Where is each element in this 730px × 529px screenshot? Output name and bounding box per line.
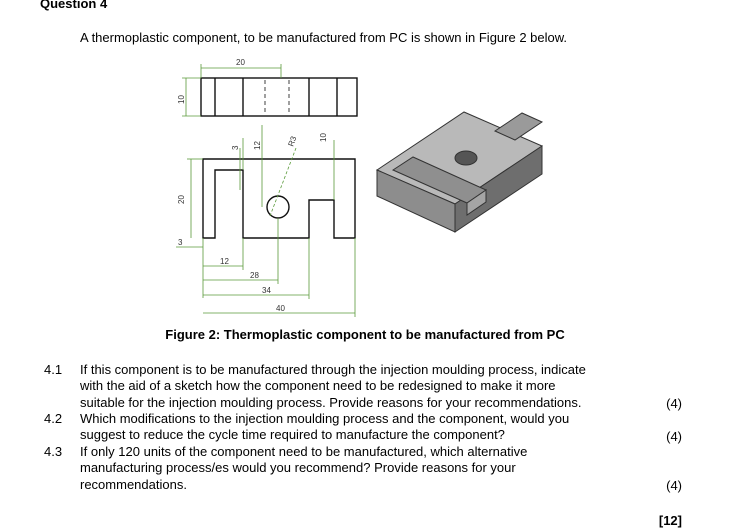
dim-3-left: 3: [178, 238, 183, 247]
figure-caption: Figure 2: Thermoplastic component to be …: [165, 327, 565, 342]
question-line: suitable for the injection moulding proc…: [80, 394, 582, 410]
dim-40: 40: [276, 304, 285, 313]
question-line: manufacturing process/es would you recom…: [80, 460, 516, 476]
isometric-view: [375, 111, 544, 233]
front-view: [202, 158, 356, 239]
question-line: If this component is to be manufactured …: [80, 362, 586, 377]
question-line: suggest to reduce the cycle time require…: [80, 427, 505, 443]
dim-34: 34: [262, 286, 271, 295]
dim-top-height: 10: [177, 95, 186, 104]
dim-10-right: 10: [319, 133, 328, 142]
question-marks: (4): [666, 429, 682, 444]
dim-height-20: 20: [177, 195, 186, 204]
question-line: Which modifications to the injection mou…: [80, 411, 570, 426]
figure-2-drawing: 20 10 3 12 R3 10 20 3 12 28 34 40: [176, 58, 544, 317]
dim-12-bottom: 12: [220, 257, 229, 266]
front-view-dimensions: [176, 125, 356, 317]
top-view-dimensions: [182, 64, 282, 117]
dim-12-top: 12: [253, 141, 262, 150]
radius-leader: [269, 147, 297, 217]
question-number: 4.2: [44, 411, 63, 426]
question-marks: (4): [666, 396, 682, 411]
question-number: 4.1: [44, 362, 63, 377]
dim-3-top: 3: [231, 145, 240, 150]
top-view: [200, 77, 358, 117]
dim-top-width: 20: [236, 58, 245, 67]
question-line: recommendations.: [80, 476, 187, 492]
question-marks: (4): [666, 478, 682, 493]
question-line: If only 120 units of the component need …: [80, 444, 528, 459]
question-line: with the aid of a sketch how the compone…: [80, 378, 556, 394]
intro-text: A thermoplastic component, to be manufac…: [80, 30, 568, 45]
question-heading: Question 4: [40, 0, 108, 11]
dim-radius: R3: [286, 134, 298, 147]
dim-28: 28: [250, 271, 259, 280]
question-number: 4.3: [44, 444, 63, 459]
total-marks: [12]: [658, 513, 682, 528]
